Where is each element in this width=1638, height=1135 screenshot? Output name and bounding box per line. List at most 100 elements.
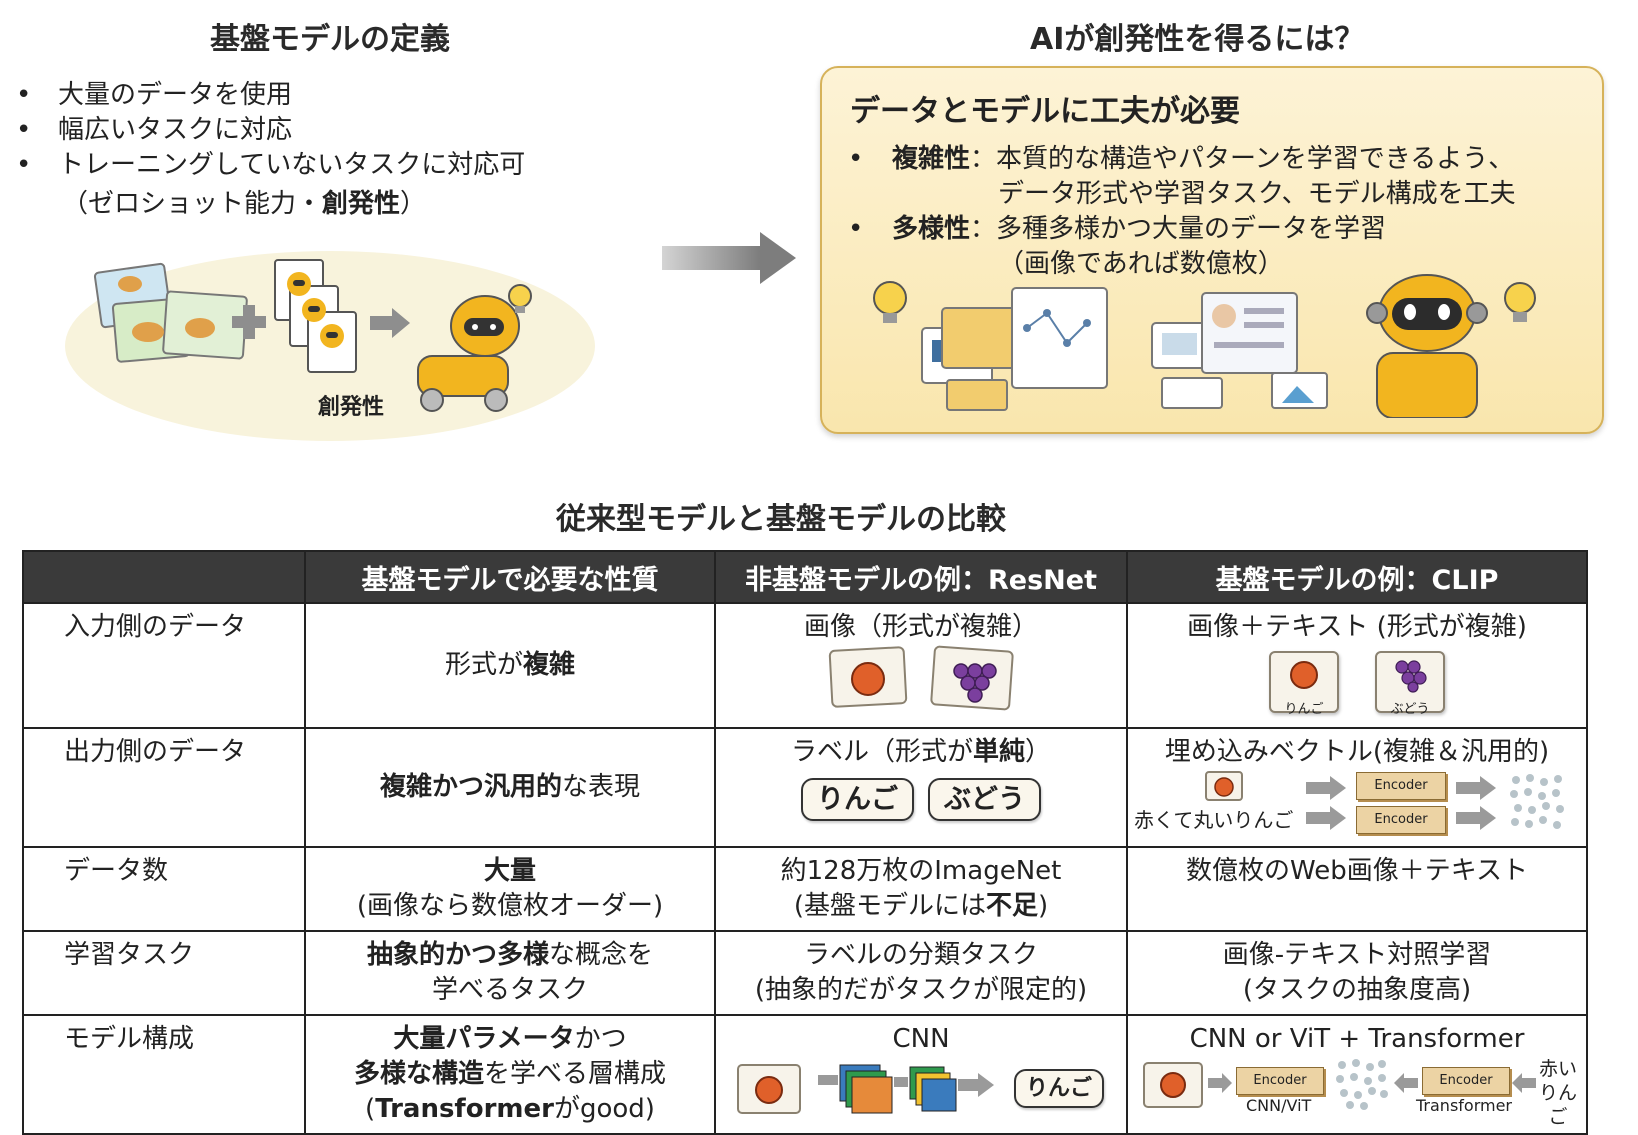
- required-cell: 大量 (画像なら数億枚オーダー): [304, 846, 716, 932]
- requirements-list: • 複雑性：本質的な構造やパターンを学習できるよう、 データ形式や学習タスク、モ…: [848, 142, 1588, 282]
- cnn-diagram: りんご: [722, 1057, 1120, 1123]
- definition-item: •大量のデータを使用: [16, 78, 525, 113]
- cell-text: CNN or ViT + Transformer: [1189, 1024, 1525, 1054]
- clip-cell: 数億枚のWeb画像＋テキスト: [1126, 846, 1588, 932]
- requirements-box-title: データとモデルに工夫が必要: [850, 94, 1240, 129]
- row-label: 出力側のデータ: [22, 727, 306, 848]
- lightbulb-icon: [1504, 282, 1536, 322]
- apple-image-icon: [1205, 771, 1243, 801]
- clip-architecture-diagram: Encoder CNN/ViT Encoder Tra: [1134, 1057, 1580, 1128]
- fruit-image-cards: [828, 645, 1014, 711]
- resnet-cell: 約128万枚のImageNet (基盤モデルには不足): [714, 846, 1128, 932]
- cell-text: な表現: [562, 772, 641, 802]
- cnn-layers-icon: [818, 1064, 994, 1114]
- clip-cell: CNN or ViT + Transformer Encoder CNN/ViT: [1126, 1014, 1588, 1135]
- clip-cell: 画像＋テキスト (形式が複雑) りんご ぶどう: [1126, 602, 1588, 729]
- resnet-cell: CNN: [714, 1014, 1128, 1135]
- table-row: モデル構成 大量パラメータかつ 多様な構造を学べる層構成 (Transforme…: [22, 1014, 1588, 1135]
- encoder-box: Encoder: [1356, 806, 1446, 834]
- requirement-item: • 多様性：多種多様かつ大量のデータを学習 （画像であれば数億枚）: [848, 212, 1588, 282]
- requirement-name: 複雑性: [892, 144, 971, 174]
- label-bubble: りんご: [1014, 1069, 1105, 1108]
- encoder-box: Encoder: [1236, 1067, 1324, 1095]
- table-row: 入力側のデータ 形式が複雑 画像（形式が複雑） 画像＋テキスト (形式が複雑): [22, 602, 1588, 729]
- cell-text: (Transformerがgood): [365, 1094, 655, 1124]
- apple-text-card: りんご: [1269, 651, 1339, 717]
- illustration-label: 創発性: [318, 395, 384, 420]
- cell-text: (画像なら数億枚オーダー): [356, 891, 664, 921]
- subnote-post: ）: [400, 189, 427, 219]
- grape-icon: [1395, 660, 1427, 693]
- embedding-vector-icon: [1510, 774, 1564, 829]
- required-cell: 形式が複雑: [304, 602, 716, 729]
- row-label: 学習タスク: [22, 930, 306, 1016]
- apple-icon: [851, 662, 885, 696]
- arrow-right-icon: [1456, 776, 1496, 830]
- bullet-dot: •: [16, 115, 32, 145]
- resnet-cell: 画像（形式が複雑）: [714, 602, 1128, 729]
- resnet-cell: ラベル（形式が単純） りんご ぶどう: [714, 727, 1128, 848]
- lightbulb-icon: [508, 284, 532, 313]
- dog-photo-cards: [93, 262, 248, 363]
- card-caption: ぶどう: [1390, 702, 1430, 717]
- bullet-dot: •: [848, 144, 864, 174]
- cell-bold: 複雑かつ汎用的: [379, 772, 562, 802]
- requirements-box: データとモデルに工夫が必要 • 複雑性：本質的な構造やパターンを学習できるよう、…: [820, 66, 1604, 434]
- subnote-bold: 創発性: [322, 189, 401, 219]
- apple-image-icon: [737, 1064, 801, 1114]
- profile-cards: [1151, 292, 1328, 409]
- cell-text: 画像＋テキスト (形式が複雑): [1187, 612, 1527, 642]
- encoder-box: Encoder: [1422, 1067, 1510, 1095]
- cell-text: ラベルの分類タスク: [803, 940, 1038, 970]
- comparison-title: 従来型モデルと基盤モデルの比較: [556, 502, 1006, 537]
- card-caption: りんご: [1284, 702, 1324, 717]
- cell-text: 大量パラメータかつ: [393, 1024, 627, 1054]
- cell-text: (抽象的だがタスクが限定的): [754, 975, 1088, 1005]
- required-cell: 複雑かつ汎用的な表現: [304, 727, 716, 848]
- arrow-right-icon: [1208, 1073, 1232, 1093]
- requirement-desc-cont: （画像であれば数億枚）: [998, 249, 1284, 279]
- robot-icon: [1366, 274, 1488, 418]
- header-cell-required: 基盤モデルで必要な性質: [304, 550, 716, 604]
- label-bubble: りんご: [801, 778, 914, 821]
- encoder-type-label: Transformer: [1416, 1096, 1513, 1115]
- definition-item: •幅広いタスクに対応: [16, 113, 525, 148]
- apple-image-icon: [1143, 1062, 1203, 1108]
- table-row: 出力側のデータ 複雑かつ汎用的な表現 ラベル（形式が単純） りんご ぶどう 埋め…: [22, 727, 1588, 848]
- row-label: 入力側のデータ: [22, 602, 306, 729]
- arrow-right-icon: [1306, 776, 1346, 830]
- embedding-vector-icon: [1336, 1059, 1388, 1110]
- cell-text: 形式が: [444, 650, 523, 680]
- cell-text: 約128万枚のImageNet: [780, 856, 1062, 886]
- apple-icon: [1290, 661, 1318, 689]
- definition-title: 基盤モデルの定義: [210, 22, 450, 57]
- embedding-diagram: 赤くて丸いりんご Encoder Encoder: [1134, 770, 1580, 840]
- label-bubble: ぶどう: [928, 778, 1041, 821]
- header-cell-empty: [22, 550, 306, 604]
- cell-text: 数億枚のWeb画像＋テキスト: [1186, 856, 1528, 886]
- robot-dog-icon: [417, 295, 520, 412]
- required-cell: 大量パラメータかつ 多様な構造を学べる層構成 (Transformerがgood…: [304, 1014, 716, 1135]
- clip-cell: 画像-テキスト対照学習 (タスクの抽象度高): [1126, 930, 1588, 1016]
- requirement-name: 多様性: [892, 214, 971, 244]
- arrow-right-icon: [370, 308, 410, 338]
- big-arrow-icon: [662, 232, 796, 284]
- emergence-illustration: 創発性: [65, 251, 595, 441]
- arrow-left-icon: [1394, 1073, 1418, 1093]
- cell-text: (基盤モデルには不足): [793, 891, 1049, 921]
- definition-item-text: トレーニングしていないタスクに対応可: [58, 150, 526, 180]
- cell-text: ラベル（形式が単純）: [790, 737, 1052, 767]
- table-row: データ数 大量 (画像なら数億枚オーダー) 約128万枚のImageNet (基…: [22, 846, 1588, 932]
- row-label: モデル構成: [22, 1014, 306, 1135]
- grape-text-card: ぶどう: [1375, 651, 1445, 717]
- caption-text: 赤い りんご: [1538, 1058, 1577, 1128]
- requirement-desc: ：本質的な構造やパターンを学習できるよう、: [970, 144, 1515, 174]
- cell-text: 多様な構造を学べる層構成: [353, 1059, 667, 1089]
- encoder-box: Encoder: [1356, 772, 1446, 800]
- cell-text: (タスクの抽象度高): [1242, 975, 1472, 1005]
- encoder-type-label: CNN/ViT: [1246, 1096, 1312, 1115]
- cell-text: 抽象的かつ多様な概念を: [366, 940, 654, 970]
- cell-bold: 大量: [483, 856, 536, 886]
- resnet-cell: ラベルの分類タスク (抽象的だがタスクが限定的): [714, 930, 1128, 1016]
- arrow-left-icon: [1512, 1073, 1536, 1093]
